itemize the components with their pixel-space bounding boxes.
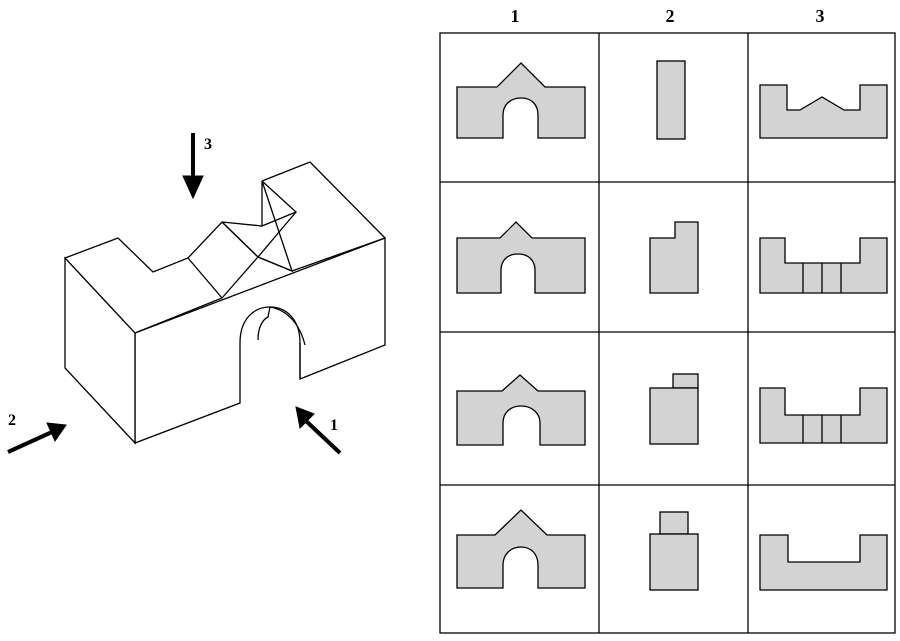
row4-view2-shape [649,533,699,591]
row4-view1-shape [456,509,586,589]
row1-view1-shape [456,62,586,139]
arrow-1-label: 1 [330,417,338,434]
column-header-1: 1 [511,6,520,26]
isometric-block-object [64,161,386,445]
front-face [134,237,386,444]
arrow-3: 3 [182,133,212,200]
row3-view3-shape [759,387,888,444]
table-border [439,32,896,634]
row1-view2-shape [656,60,686,140]
arrow-1: 1 [295,406,342,455]
left-face [64,256,136,445]
column-header-2: 2 [666,6,675,26]
row3-view1-shape [456,374,586,446]
arrow-2-label: 2 [8,412,16,429]
row2-view2-shape [649,221,699,294]
row3-view2-shape [649,387,699,445]
row1-view3-shape [759,84,888,139]
arch-inner-curve [269,306,306,346]
arrow-3-label: 3 [204,136,212,153]
answer-table: 1 2 3 [439,6,896,634]
row4-view3-shape [759,534,888,591]
row2-view1-shape [456,221,586,294]
row2-view3-shape [759,237,888,294]
column-header-3: 3 [816,6,825,26]
row3-view2-top-shape [672,373,699,389]
arch-tunnel-line [257,306,301,379]
row4-view2-top-shape [659,511,689,535]
arrow-2: 2 [7,412,67,454]
roof-ridge-lines [187,211,297,299]
